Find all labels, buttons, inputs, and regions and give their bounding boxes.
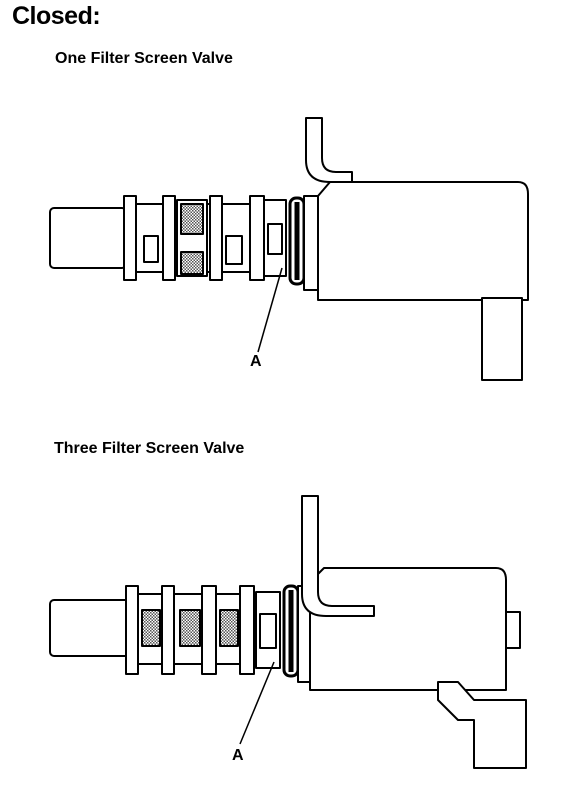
solenoid-body: [309, 567, 507, 691]
hex-flat: [259, 613, 277, 649]
electrical-connector: [481, 297, 523, 381]
filter-mesh: [141, 609, 161, 647]
filter-mesh: [180, 203, 204, 235]
spool-flange: [125, 585, 139, 675]
caption-three-filter-valve: Three Filter Screen Valve: [54, 440, 245, 457]
spool-flange: [249, 195, 265, 281]
valve-nose: [49, 599, 131, 657]
solenoid-body: [317, 181, 529, 301]
spool-flange: [201, 585, 217, 675]
one-filter-valve: [49, 117, 529, 381]
valve-nose: [49, 207, 127, 269]
hex-flat: [267, 223, 283, 255]
spool-flange: [239, 585, 255, 675]
mounting-bracket: [305, 117, 353, 183]
caption-one-filter-valve: One Filter Screen Valve: [55, 50, 233, 67]
electrical-connector: [437, 681, 527, 769]
callout-a-one-filter: A: [250, 353, 262, 370]
filter-mesh: [219, 609, 239, 647]
spool-port: [225, 235, 243, 265]
solenoid-nub: [505, 611, 521, 649]
three-filter-valve: [49, 495, 527, 769]
spool-flange: [161, 585, 175, 675]
spool-port: [143, 235, 159, 263]
filter-mesh: [180, 251, 204, 275]
mounting-bracket: [301, 495, 375, 617]
page-title: Closed:: [12, 2, 101, 30]
callout-a-three-filter: A: [232, 747, 244, 764]
spool-flange: [162, 195, 176, 281]
spool-flange: [209, 195, 223, 281]
spool-flange: [123, 195, 137, 281]
filter-mesh: [179, 609, 201, 647]
